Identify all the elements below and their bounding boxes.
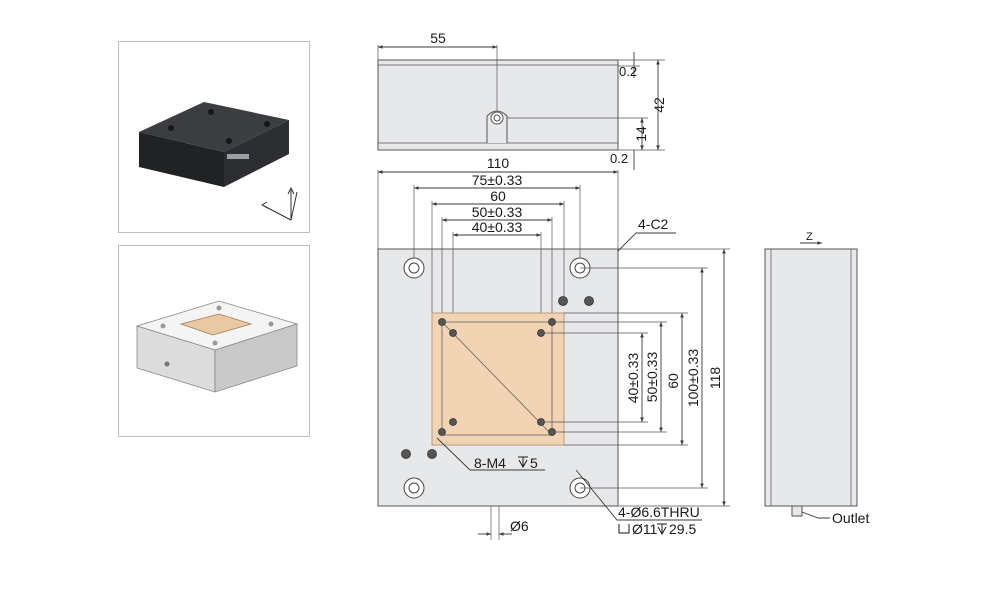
dim-60-h: 60	[490, 188, 506, 204]
outlet-label: Outlet	[832, 510, 869, 526]
outlet-leader	[801, 511, 830, 519]
outlet-dia: Ø6	[510, 518, 529, 534]
mount-hole	[264, 121, 270, 127]
mount-hole	[216, 305, 222, 311]
chamfer-leader	[617, 232, 676, 252]
thread-note: 8-M4	[474, 455, 506, 471]
outlet-nozzle	[791, 505, 803, 517]
product-render-panel	[118, 245, 310, 437]
stage-side-face	[224, 120, 289, 187]
mount-hole	[168, 125, 174, 131]
stage-front-face	[139, 132, 224, 187]
hole-note-2: Ø11	[632, 521, 658, 537]
outlet-port	[164, 361, 170, 367]
dim-height: 42	[651, 97, 667, 113]
product-photo-panel	[118, 41, 310, 233]
dim-100-v: 100±0.33	[685, 349, 701, 408]
mount-hole	[160, 323, 166, 329]
axis-triad-icon	[260, 186, 298, 221]
hole-leader	[575, 469, 702, 521]
mount-hole	[208, 109, 214, 115]
dim-width: 110	[487, 155, 510, 171]
counterbore-icon	[618, 524, 630, 534]
dim-50-v: 50±0.33	[644, 352, 660, 403]
thread-depth: 5	[530, 455, 538, 471]
top-view: 55 42 14 0.2 0.2	[377, 30, 667, 170]
render-platform	[179, 313, 253, 336]
mount-hole	[212, 340, 218, 346]
mount-hole	[268, 321, 274, 327]
depth-icon	[518, 456, 528, 469]
dim-40-v: 40±0.33	[625, 353, 641, 404]
dim-118: 118	[707, 367, 723, 390]
dim-50-h: 50±0.33	[472, 204, 523, 220]
stage-top-face	[139, 102, 289, 152]
dim-60-v: 60	[665, 373, 681, 389]
mount-hole	[226, 138, 232, 144]
stage-photo	[139, 102, 298, 221]
dim-outlet-height: 14	[633, 126, 649, 142]
dim-40-h: 40±0.33	[472, 219, 523, 235]
side-view-body	[764, 248, 858, 507]
chamfer-note: 4-C2	[638, 216, 669, 232]
render-side-face	[214, 323, 298, 393]
thread-leader	[436, 437, 545, 471]
stage-label	[227, 154, 249, 159]
hole-note-1: 4-Ø6.6THRU	[618, 504, 700, 520]
dim-length-top: 55	[430, 30, 446, 46]
axis-label: Z	[806, 231, 813, 243]
stage-render	[135, 300, 299, 393]
dim-chamfer-bottom: 0.2	[610, 151, 628, 166]
plan-view: 110 75±0.33 60 50±0.33 40±0.33	[377, 155, 730, 540]
side-view: Outlet Z	[764, 231, 869, 526]
dim-chamfer-top: 0.2	[619, 64, 637, 79]
hole-depth: 29.5	[669, 521, 696, 537]
depth-icon	[657, 523, 667, 536]
dim-75: 75±0.33	[472, 172, 523, 188]
